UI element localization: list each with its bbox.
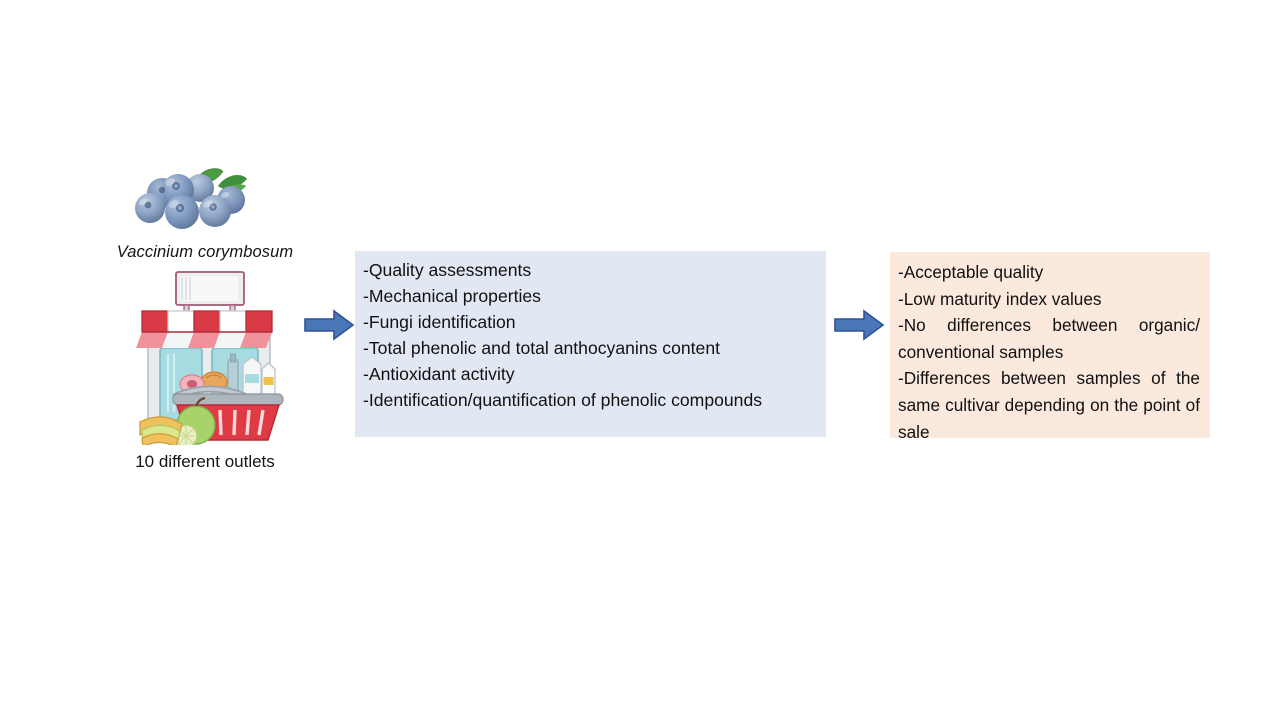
arrow-methods-to-results-icon — [833, 308, 885, 342]
results-line-3: -No differences between organic/ convent… — [898, 315, 1200, 362]
results-line-1: -Acceptable quality — [898, 262, 1044, 282]
outlets-caption: 10 different outlets — [135, 452, 275, 471]
results-box: -Acceptable quality -Low maturity index … — [890, 252, 1210, 442]
methods-line-3: -Fungi identification — [363, 312, 516, 333]
results-line-4: -Differences between samples of the same… — [898, 368, 1200, 442]
methods-line-2: -Mechanical properties — [363, 286, 541, 307]
grocery-store-icon — [118, 270, 298, 449]
results-line-2: -Low maturity index values — [898, 288, 1102, 309]
methods-line-4: -Total phenolic and total anthocyanins c… — [363, 338, 721, 359]
species-caption: Vaccinium corymbosum — [116, 243, 294, 261]
arrow-sample-to-methods-icon — [303, 308, 355, 342]
methods-box: -Quality assessments -Mechanical propert… — [355, 251, 826, 437]
methods-line-6: -Identification/quantification of phenol… — [363, 390, 763, 411]
blueberries-icon — [126, 160, 266, 235]
methods-line-1: -Quality assessments — [363, 260, 532, 280]
methods-line-5: -Antioxidant activity — [363, 364, 515, 385]
